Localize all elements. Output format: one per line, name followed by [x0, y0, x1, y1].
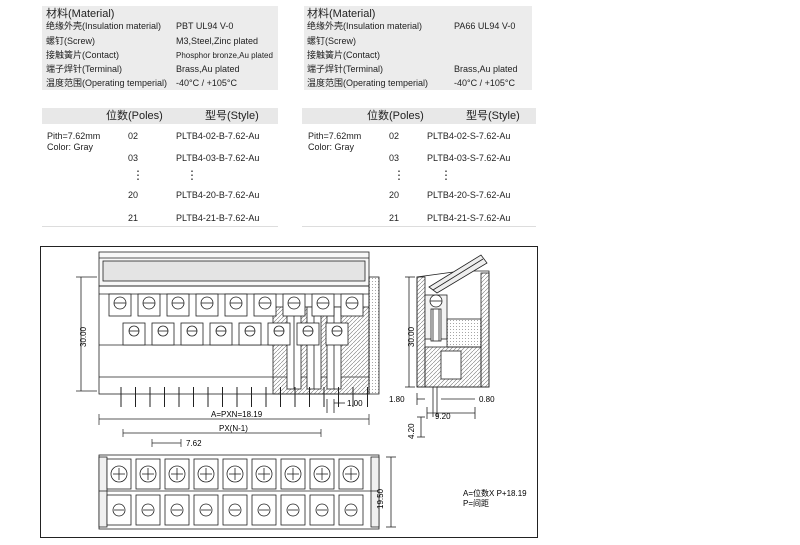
right-row-style: PLTB4-21-S-7.62-Au: [427, 213, 511, 223]
side-view: [405, 254, 490, 438]
technical-drawing: 30.00 1.00 A=PXN=18.19 PX(N-1) 7.62 19.5…: [40, 246, 538, 538]
left-spec-value: Brass,Au plated: [176, 64, 240, 74]
right-row-style: ⋮: [440, 168, 452, 182]
right-row-poles: 20: [389, 190, 400, 200]
left-row-poles: 21: [128, 213, 139, 223]
dim-180-label: 1.80: [389, 395, 405, 404]
left-row-style: PLTB4-03-B-7.62-Au: [176, 153, 260, 163]
right-col-style: 型号(Style): [466, 110, 520, 122]
right-row-poles: ⋮: [393, 168, 405, 182]
left-spec-label: 温度范围(Operating temperial): [46, 78, 168, 88]
front-lower-screws: [122, 322, 349, 346]
right-pitch: Pith=7.62mm: [308, 131, 362, 141]
dim-height-label: 30.00: [79, 326, 88, 347]
right-spec-value: Brass,Au plated: [454, 64, 518, 74]
left-row-style: PLTB4-20-B-7.62-Au: [176, 190, 260, 200]
left-spec-label: 绝缘外壳(Insulation material): [46, 21, 162, 31]
right-row-style: PLTB4-02-S-7.62-Au: [427, 131, 511, 141]
right-spec-label: 端子焊针(Terminal): [307, 64, 384, 74]
left-spec-panel: [42, 6, 278, 90]
right-spec-label: 接触簧片(Contact): [307, 50, 381, 60]
left-row-style: PLTB4-02-B-7.62-Au: [176, 131, 260, 141]
right-color: Color: Gray: [308, 142, 355, 152]
left-row-poles: ⋮: [132, 168, 144, 182]
dim-pitch-label: 7.62: [186, 439, 202, 448]
dim-px-label: PX(N-1): [219, 424, 248, 433]
left-spec-value: Phosphor bronze,Au plated: [176, 51, 273, 60]
right-spec-value: -40°C / +105°C: [454, 78, 515, 88]
note-a: A=位数X P+18.19: [463, 488, 527, 498]
right-row-style: PLTB4-20-S-7.62-Au: [427, 190, 511, 200]
left-spec-label: 端子焊针(Terminal): [46, 64, 123, 74]
left-row-style: PLTB4-21-B-7.62-Au: [176, 213, 260, 223]
dimension-lines: [98, 414, 370, 447]
right-row-poles: 02: [389, 131, 400, 141]
right-spec-panel: [304, 6, 532, 90]
left-col-poles: 位数(Poles): [106, 110, 163, 122]
right-table-header: [302, 108, 536, 124]
right-row-style: PLTB4-03-S-7.62-Au: [427, 153, 511, 163]
right-row-poles: 21: [389, 213, 400, 223]
front-upper-screws: [108, 293, 364, 317]
right-spec-label: 温度范围(Operating temperial): [307, 78, 429, 88]
dim-a-label: A=PXN=18.19: [211, 410, 263, 419]
left-col-style: 型号(Style): [205, 110, 259, 122]
terminal-box: [106, 494, 132, 526]
right-spec-label: 绝缘外壳(Insulation material): [307, 21, 423, 31]
top-view: [98, 454, 396, 530]
right-col-poles: 位数(Poles): [367, 110, 424, 122]
left-color: Color: Gray: [47, 142, 94, 152]
right-spec-heading: 材料(Material): [307, 8, 376, 20]
dim-depth-label: 19.50: [376, 488, 385, 509]
left-spec-value: PBT UL94 V-0: [176, 21, 234, 31]
left-row-style: ⋮: [186, 168, 198, 182]
right-spec-label: 螺钉(Screw): [307, 36, 356, 46]
left-spec-value: -40°C / +105°C: [176, 78, 237, 88]
front-view: [76, 251, 380, 413]
note-p: P=间距: [463, 499, 489, 508]
dim-920-label: 9.20: [435, 412, 451, 421]
dim-080-label: 0.80: [479, 395, 495, 404]
right-spec-value: PA66 UL94 V-0: [454, 21, 516, 31]
left-row-poles: 20: [128, 190, 139, 200]
right-table-divider: [302, 226, 536, 227]
top-view-terminals: [106, 458, 364, 526]
left-table-header: [42, 108, 278, 124]
left-spec-label: 接触簧片(Contact): [46, 50, 120, 60]
front-pins: [120, 387, 368, 407]
dim-height-side-label: 30.00: [407, 326, 416, 347]
left-spec-label: 螺钉(Screw): [46, 36, 95, 46]
left-row-poles: 02: [128, 131, 139, 141]
left-row-poles: 03: [128, 153, 139, 163]
dim-420-label: 4.20: [407, 423, 416, 439]
left-table-divider: [42, 226, 278, 227]
left-spec-heading: 材料(Material): [46, 8, 115, 20]
left-pitch: Pith=7.62mm: [47, 131, 101, 141]
drawing-svg: 30.00 1.00 A=PXN=18.19 PX(N-1) 7.62 19.5…: [76, 251, 527, 530]
left-spec-value: M3,Steel,Zinc plated: [176, 36, 259, 46]
right-row-poles: 03: [389, 153, 400, 163]
dim-pin-label: 1.00: [347, 399, 363, 408]
